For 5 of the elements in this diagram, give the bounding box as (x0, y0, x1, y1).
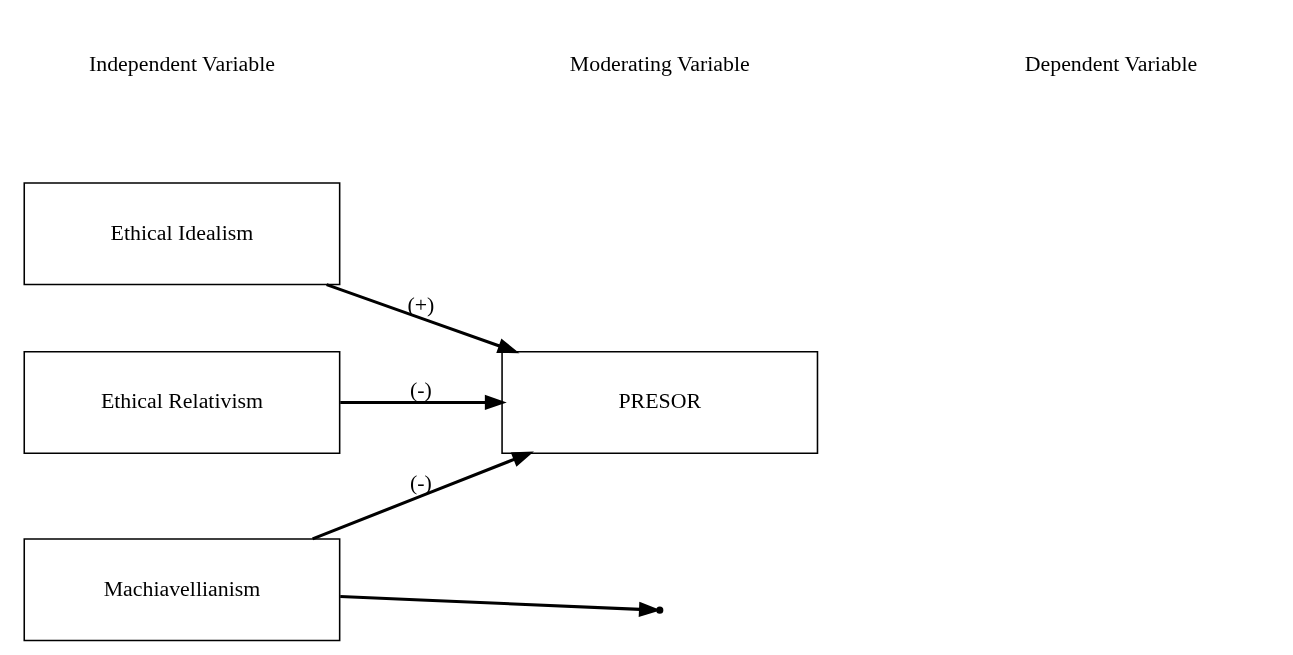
edge-label: (-) (409, 471, 432, 496)
label: Dependent Variable (1024, 51, 1198, 76)
edge-label: (-) (409, 377, 432, 402)
label: Independent Variable (88, 51, 275, 76)
label: Moderating Variable (569, 51, 750, 76)
